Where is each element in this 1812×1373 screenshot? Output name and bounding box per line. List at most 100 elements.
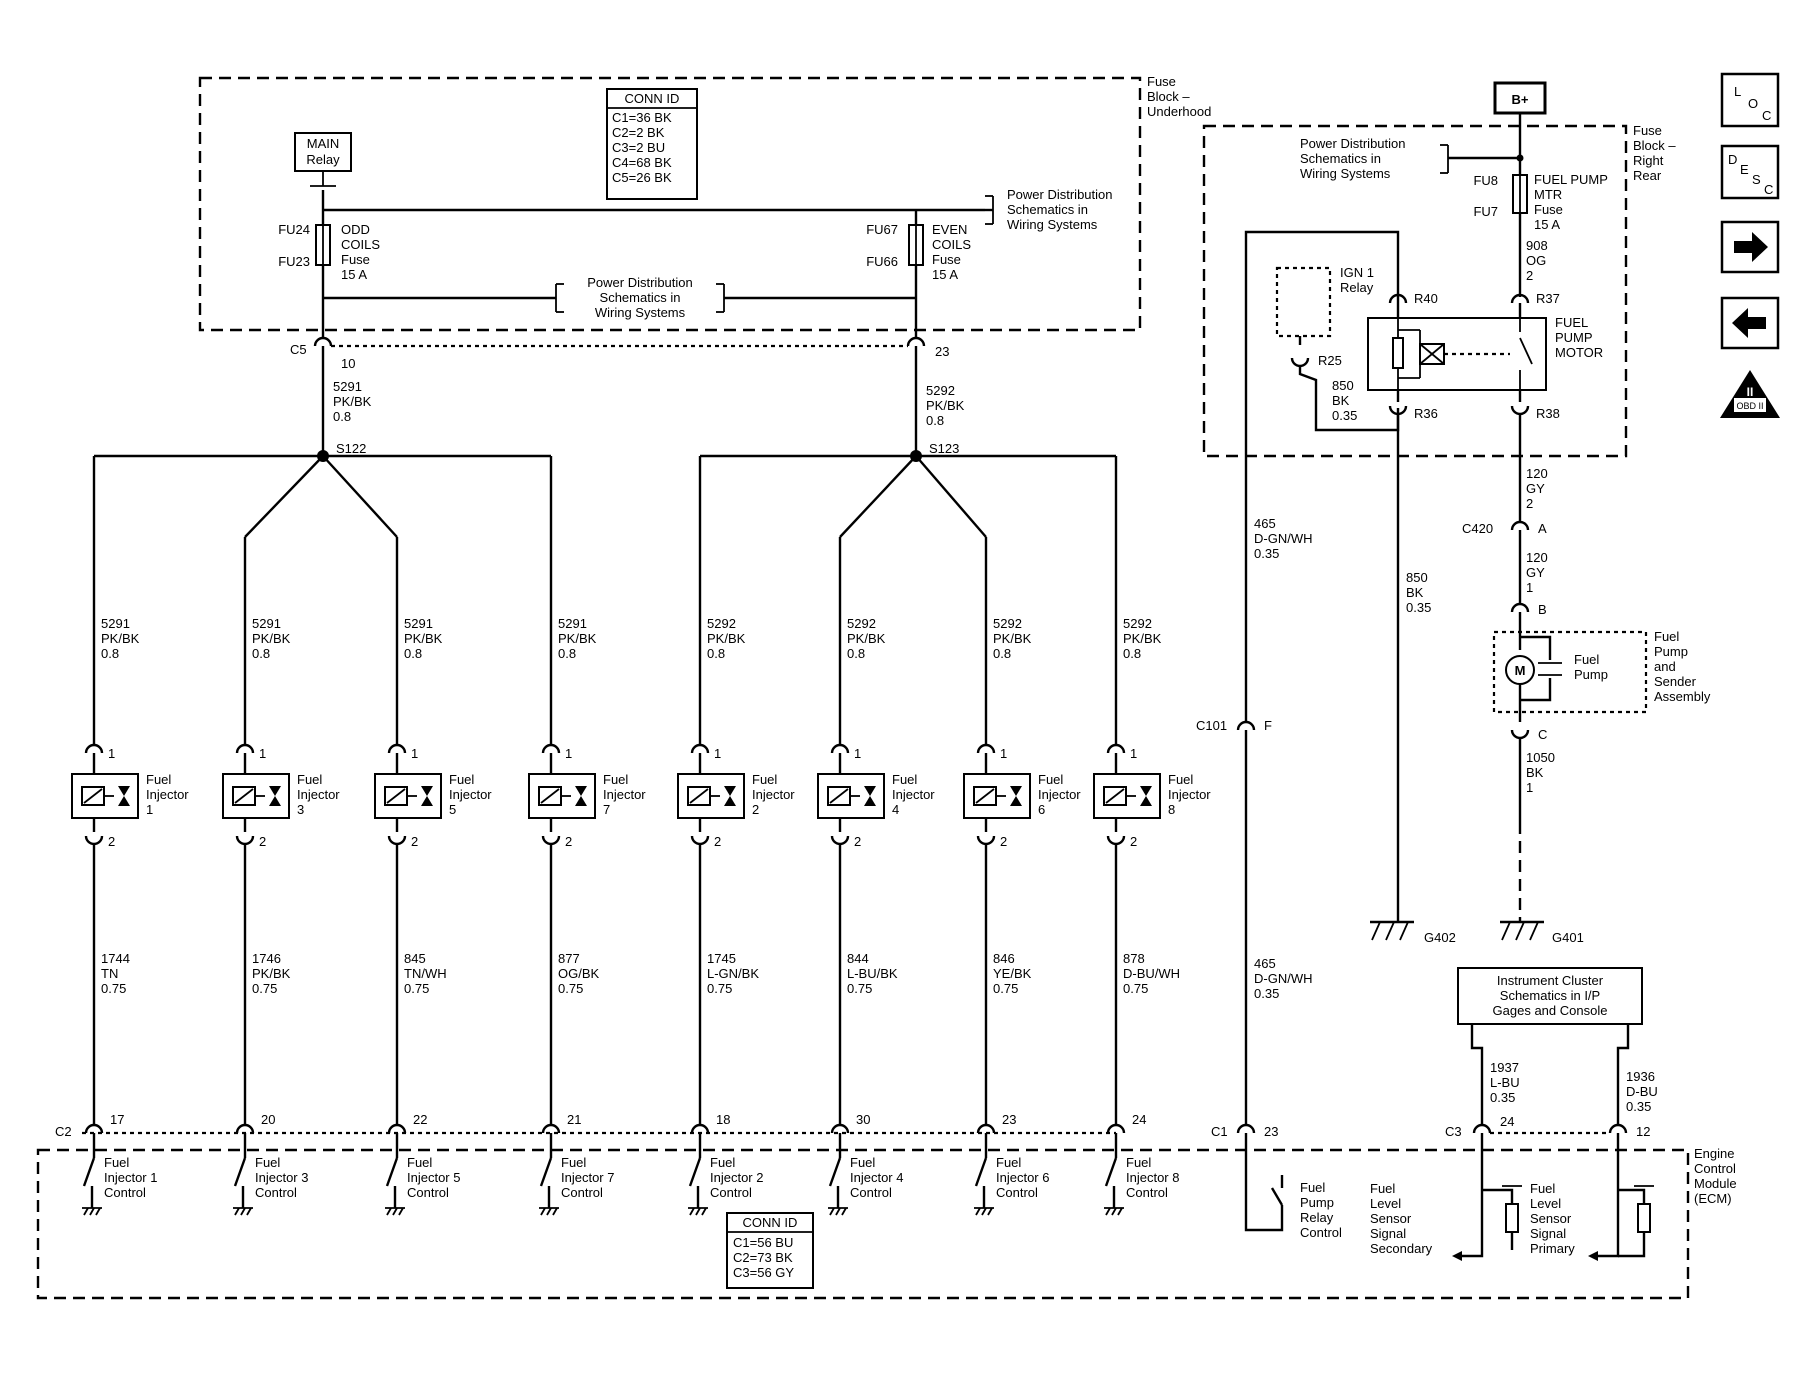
connector-pin: F	[1264, 718, 1272, 733]
svg-text:BK: BK	[1406, 585, 1424, 600]
wire-label: 0.8	[101, 646, 119, 661]
svg-text:0.8: 0.8	[333, 409, 351, 424]
svg-text:BK: BK	[1332, 393, 1350, 408]
svg-text:Secondary: Secondary	[1370, 1241, 1433, 1256]
wire-label: PK/BK	[101, 631, 140, 646]
ipc-ref-text: Gages and Console	[1493, 1003, 1608, 1018]
wire-label: TN/WH	[404, 966, 447, 981]
connector-c420: C420 A	[1462, 520, 1547, 536]
svg-text:1937: 1937	[1490, 1060, 1519, 1075]
connector-pin: 23	[1264, 1124, 1278, 1139]
ecm-pin: 17	[110, 1112, 124, 1127]
ecm-control-label: Injector 2	[710, 1170, 763, 1185]
wire-label: 0.8	[993, 646, 1011, 661]
wire-label: 0.75	[1123, 981, 1148, 996]
connector-pin: 12	[1636, 1124, 1650, 1139]
wire-label: 1744	[101, 951, 130, 966]
svg-text:0.35: 0.35	[1626, 1099, 1651, 1114]
wire-label: 0.75	[558, 981, 583, 996]
injector-column: 5292PK/BK0.81FuelInjector221745L-GN/BK0.…	[677, 456, 795, 1216]
wire-label-120-b: 120 GY 1	[1526, 550, 1548, 595]
wire-label: PK/BK	[1123, 631, 1162, 646]
ecm-control-label: Control	[561, 1185, 603, 1200]
fuel-injector	[1093, 773, 1161, 819]
wire-label: 1745	[707, 951, 736, 966]
ipc-ref-text: Instrument Cluster	[1497, 973, 1604, 988]
wire-label: 0.75	[101, 981, 126, 996]
ecm-control-label: Control	[996, 1185, 1038, 1200]
svg-text:465: 465	[1254, 956, 1276, 971]
svg-text:2: 2	[1526, 268, 1533, 283]
svg-text:850: 850	[1406, 570, 1428, 585]
ecm-control-label: Fuel	[104, 1155, 129, 1170]
svg-text:D-GN/WH: D-GN/WH	[1254, 531, 1313, 546]
injector-label: Injector	[146, 787, 189, 802]
desc-button[interactable]: D E S C	[1720, 144, 1780, 200]
connector-c101: C101 F	[1196, 718, 1272, 733]
ecm-relay-control-label: Fuel Pump Relay Control	[1300, 1180, 1342, 1240]
injector-column: 5291PK/BK0.81FuelInjector321746PK/BK0.75…	[222, 537, 340, 1216]
wire-label-465-lower: 465 D-GN/WH 0.35	[1254, 956, 1313, 1001]
wire-label: 5292	[847, 616, 876, 631]
pd-ref-text: Power Distribution	[1007, 187, 1113, 202]
injector-pin: 1	[108, 746, 115, 761]
obd-ii-button[interactable]: II OBD II	[1720, 370, 1780, 418]
ecm-control-label: Injector 6	[996, 1170, 1049, 1185]
fuse-id: FU23	[278, 254, 310, 269]
wire-label: 5292	[993, 616, 1022, 631]
injector-label: Fuel	[1038, 772, 1063, 787]
injector-label: 7	[603, 802, 610, 817]
conn-id-line: C3=2 BU	[612, 140, 665, 155]
wire-label: PK/BK	[707, 631, 746, 646]
injector-column: 5291PK/BK0.81FuelInjector52845TN/WH0.752…	[374, 537, 492, 1216]
ecm-control-label: Fuel	[1126, 1155, 1151, 1170]
fuel-injector	[374, 773, 442, 819]
svg-text:0.8: 0.8	[926, 413, 944, 428]
wire-label: PK/BK	[252, 631, 291, 646]
svg-text:Fuel: Fuel	[1530, 1181, 1555, 1196]
battery-positive: B+	[1493, 81, 1547, 115]
fuse-label: MTR	[1534, 187, 1562, 202]
back-button[interactable]	[1720, 296, 1780, 350]
svg-text:BK: BK	[1526, 765, 1544, 780]
svg-text:O: O	[1748, 96, 1758, 111]
svg-text:Fuel: Fuel	[1300, 1180, 1325, 1195]
wire-label: 0.8	[1123, 646, 1141, 661]
fuse-label: EVEN	[932, 222, 967, 237]
motor-symbol: M	[1515, 663, 1526, 678]
wire-label: 0.8	[404, 646, 422, 661]
injector-label: 5	[449, 802, 456, 817]
injector-pin: 1	[1000, 746, 1007, 761]
svg-text:120: 120	[1526, 466, 1548, 481]
wire-label: 0.8	[252, 646, 270, 661]
ground-g402: G402	[1370, 920, 1456, 945]
wire-label: 5291	[404, 616, 433, 631]
connector-c1: C1 23	[1211, 1123, 1278, 1139]
wire-label: OG/BK	[558, 966, 600, 981]
wire-label: PK/BK	[847, 631, 886, 646]
ecm-control-label: Injector 3	[255, 1170, 308, 1185]
ecm-control-label: Control	[255, 1185, 297, 1200]
injector-column: 5292PK/BK0.81FuelInjector62846YE/BK0.752…	[963, 537, 1081, 1216]
svg-text:C: C	[1762, 108, 1771, 123]
forward-button[interactable]	[1720, 220, 1780, 274]
svg-text:Signal: Signal	[1370, 1226, 1406, 1241]
ecm-pin: 20	[261, 1112, 275, 1127]
splice-label: S123	[929, 441, 959, 456]
loc-button[interactable]: L O C	[1720, 72, 1780, 128]
svg-text:Level: Level	[1530, 1196, 1561, 1211]
relay-label: FUEL	[1555, 315, 1588, 330]
main-relay: MAIN Relay	[294, 132, 352, 187]
svg-text:D: D	[1728, 152, 1737, 167]
fuse-id: FU66	[866, 254, 898, 269]
conn-id-line: C1=36 BK	[612, 110, 672, 125]
injector-label: Injector	[892, 787, 935, 802]
svg-text:Pump: Pump	[1300, 1195, 1334, 1210]
svg-text:0.35: 0.35	[1406, 600, 1431, 615]
fuse-label: FUEL PUMP	[1534, 172, 1608, 187]
fuel-pump-motor-relay: FUEL PUMP MOTOR	[1367, 315, 1603, 391]
wire-label: 877	[558, 951, 580, 966]
conn-id-line: C2=2 BK	[612, 125, 665, 140]
svg-text:Fuel: Fuel	[1370, 1181, 1395, 1196]
wire-label: 878	[1123, 951, 1145, 966]
